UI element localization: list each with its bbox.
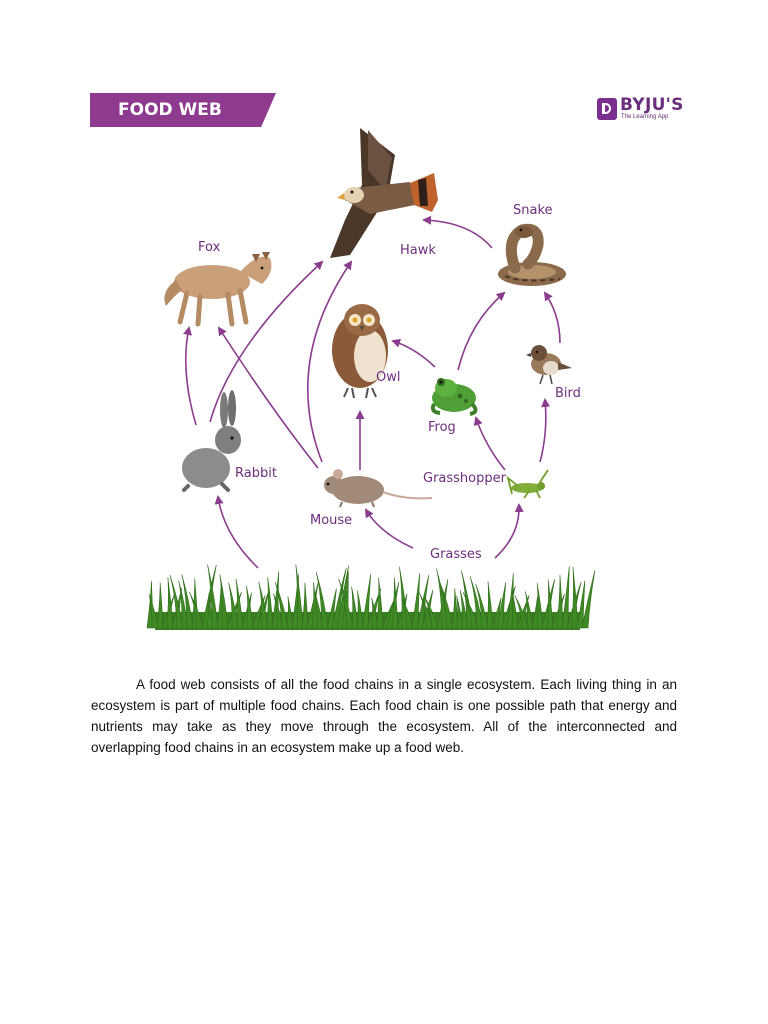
grass-blade bbox=[546, 579, 554, 629]
label-hawk: Hawk bbox=[400, 243, 436, 258]
frog-illustration bbox=[430, 378, 478, 416]
rabbit-illustration bbox=[182, 390, 241, 492]
arrow-mouse-to-hawk bbox=[307, 260, 353, 463]
grass-blade bbox=[451, 588, 459, 629]
grass-blade bbox=[315, 571, 329, 629]
grass-blade bbox=[462, 592, 479, 629]
grass-blade bbox=[266, 576, 274, 629]
arrow-grasses-to-mouse bbox=[364, 508, 414, 549]
grass-blade bbox=[391, 577, 399, 629]
grass-blade bbox=[169, 574, 184, 629]
label-frog: Frog bbox=[428, 420, 456, 435]
grass-illustration bbox=[146, 564, 596, 630]
label-snake: Snake bbox=[513, 203, 553, 218]
grass-blade bbox=[423, 594, 439, 629]
byjus-logo-icon bbox=[597, 98, 617, 120]
grass-blade bbox=[286, 596, 294, 629]
grass-blade bbox=[228, 582, 239, 629]
grass-blade bbox=[219, 574, 229, 629]
logo-tagline: The Learning App bbox=[621, 114, 669, 120]
mouse-illustration bbox=[324, 469, 433, 508]
grass-blade bbox=[475, 583, 489, 629]
grass-blade bbox=[338, 578, 354, 629]
grass-blade bbox=[301, 582, 309, 629]
label-grasses: Grasses bbox=[430, 547, 482, 562]
grass-blade bbox=[166, 577, 174, 629]
grass-blade bbox=[376, 577, 384, 629]
label-grasshopper: Grasshopper bbox=[423, 471, 507, 486]
owl-illustration bbox=[332, 304, 388, 399]
bird-illustration bbox=[526, 345, 572, 385]
hawk-illustration bbox=[330, 128, 438, 258]
grass-blade bbox=[525, 591, 534, 629]
logo-name: BYJU'S bbox=[620, 95, 684, 115]
grass-blade bbox=[351, 586, 359, 629]
grass-blade bbox=[581, 570, 596, 629]
arrow-rabbit-to-hawk bbox=[209, 260, 324, 423]
grass-blade bbox=[361, 573, 371, 629]
grass-blade bbox=[207, 564, 219, 629]
grass-blade bbox=[148, 593, 159, 629]
label-rabbit: Rabbit bbox=[235, 466, 277, 481]
fox-illustration bbox=[164, 252, 272, 327]
grass-blade bbox=[576, 580, 586, 629]
food-web-title-banner: FOOD WEB bbox=[90, 93, 276, 127]
grass-blade bbox=[295, 564, 304, 629]
grass-blade bbox=[258, 581, 269, 629]
grass-blade bbox=[181, 574, 194, 629]
grasshopper-illustration bbox=[506, 469, 549, 499]
label-bird: Bird bbox=[555, 386, 581, 401]
arrow-grasses-to-grasshopper bbox=[494, 503, 524, 559]
grass-blade bbox=[274, 582, 289, 629]
grass-blade bbox=[356, 590, 364, 629]
arrow-frog-to-snake bbox=[457, 291, 506, 371]
arrow-frog-to-owl bbox=[391, 338, 436, 368]
label-fox: Fox bbox=[198, 240, 221, 255]
grass-blade bbox=[496, 582, 507, 629]
arrow-grasshopper-to-bird bbox=[539, 398, 551, 463]
grass-blade bbox=[235, 578, 244, 629]
grass-blade bbox=[486, 581, 494, 629]
grass-blade bbox=[156, 582, 164, 629]
arrow-bird-to-snake bbox=[543, 291, 561, 344]
snake-illustration bbox=[498, 223, 566, 286]
grass-blade bbox=[556, 574, 564, 629]
grass-blade bbox=[571, 566, 579, 629]
grass-blade bbox=[188, 591, 204, 629]
grass-blade bbox=[561, 566, 570, 629]
grass-blade bbox=[401, 597, 414, 629]
grass-blade bbox=[438, 580, 454, 629]
food-web-diagram: Snake Fox Hawk Owl Bird Frog Rabbit Gras… bbox=[146, 128, 596, 630]
label-owl: Owl bbox=[376, 370, 400, 385]
arrow-rabbit-to-fox bbox=[183, 326, 197, 426]
food-web-description: A food web consists of all the food chai… bbox=[91, 677, 677, 755]
arrow-grasses-to-rabbit bbox=[214, 495, 259, 569]
label-mouse: Mouse bbox=[310, 513, 352, 528]
grass-blade bbox=[536, 582, 544, 629]
grass-blade bbox=[511, 588, 519, 629]
grass-blade bbox=[514, 594, 529, 629]
arrow-snake-to-hawk bbox=[422, 215, 493, 249]
grass-blade bbox=[246, 585, 254, 629]
arrow-mouse-to-fox bbox=[217, 326, 319, 469]
grass-blade bbox=[411, 573, 421, 629]
arrow-grasshopper-to-frog bbox=[473, 416, 506, 471]
